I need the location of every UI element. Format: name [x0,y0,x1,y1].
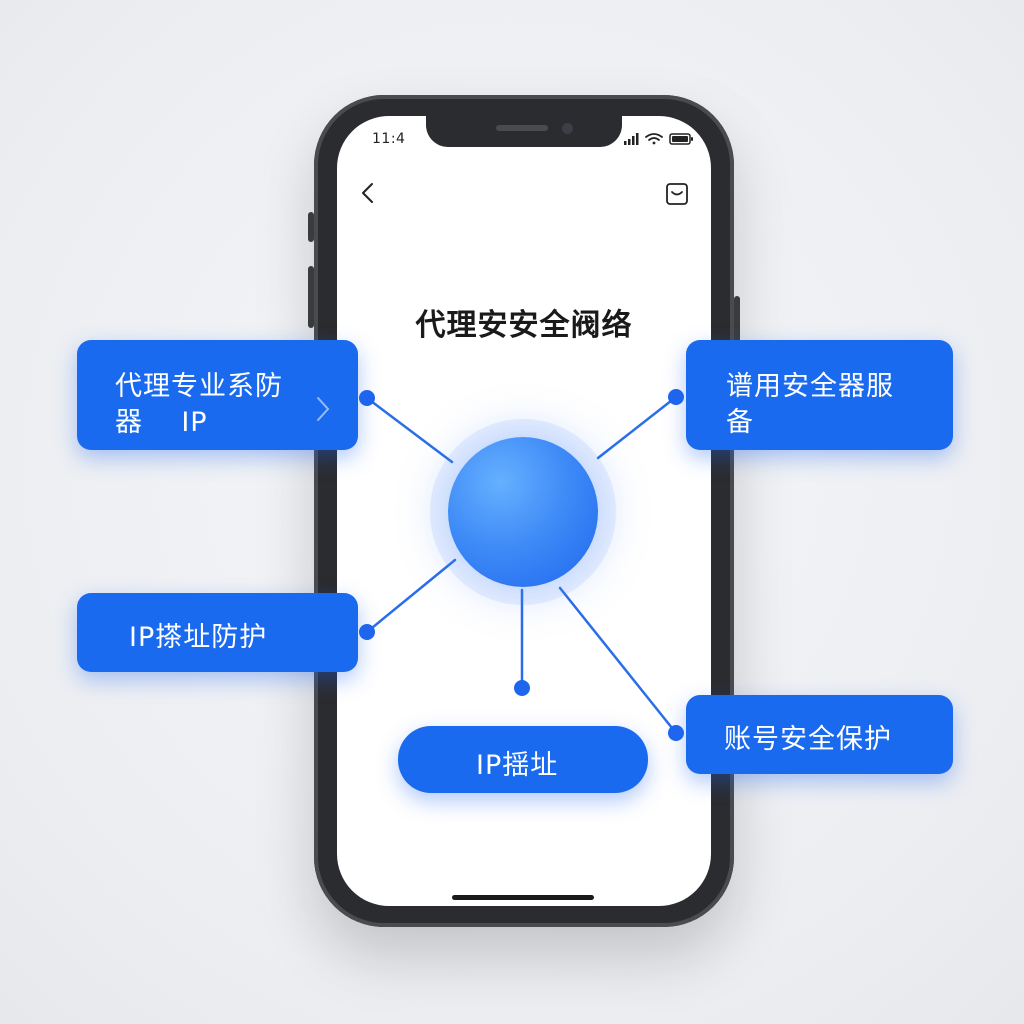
link-dot-top-left [359,390,375,406]
network-hub[interactable] [448,437,598,587]
link-dot-top-right [668,389,684,405]
node-label-line2: 备 [726,407,753,438]
status-icons [624,133,693,145]
chevron-right-icon [317,397,330,421]
volume-up-button [308,266,314,328]
node-label: IP揺址 [476,750,559,781]
square-smile-icon[interactable] [665,182,689,206]
link-dot-bottom-right [668,725,684,741]
wifi-icon [645,133,663,145]
speaker [496,125,548,131]
node-label: 账号安全保护 [724,724,892,755]
node-proxy-pro-server[interactable]: 代理专业系防 器 IP [77,340,358,450]
link-dot-bottom-center [514,680,530,696]
mute-switch [308,212,314,242]
node-secure-server[interactable]: 谱用安全器服 备 [686,340,953,450]
node-ip-address[interactable]: IP揺址 [398,726,648,793]
link-bottom-right [558,586,678,735]
link-dot-mid-left [359,624,375,640]
link-top-right [596,395,678,460]
node-label-line1: 谱用安全器服 [726,371,894,402]
front-camera [562,123,573,134]
home-indicator[interactable] [452,895,594,900]
node-label-line2: 器 IP [115,407,208,438]
node-label: IP搽址防护 [129,622,268,653]
page-title: 代理安安全阀络 [415,308,633,343]
node-account-protection[interactable]: 账号安全保护 [686,695,953,774]
signal-icon [624,133,639,145]
node-ip-protection[interactable]: IP搽址防护 [77,593,358,672]
status-time: 11:4 [372,131,406,147]
node-label-line1: 代理专业系防 [115,371,283,402]
link-mid-left [365,558,457,634]
link-top-left [365,396,454,464]
chevron-left-icon[interactable] [358,181,378,205]
battery-icon [669,133,693,145]
